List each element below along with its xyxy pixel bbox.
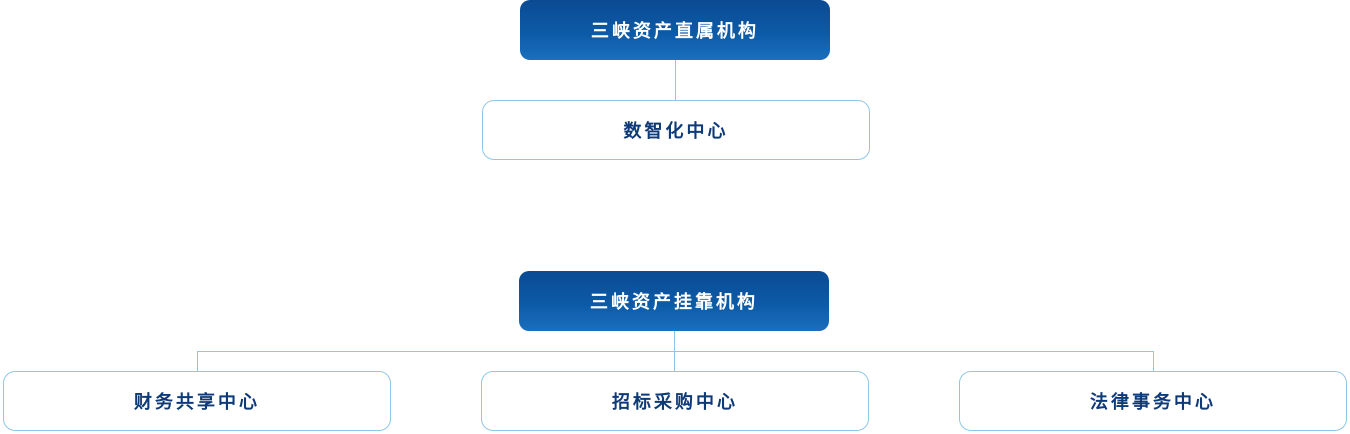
affiliated-institutions-header: 三峡资产挂靠机构 [519,271,829,331]
node-label: 招标采购中心 [612,392,738,413]
node-financial-shared-center: 财务共享中心 [3,371,391,431]
connector-direct-vertical [675,60,676,100]
affiliated-institutions-title: 三峡资产挂靠机构 [590,292,758,313]
direct-institutions-title: 三峡资产直属机构 [591,21,759,42]
connector-affiliated-horizontal [197,351,1154,352]
connector-affiliated-left-drop [197,351,198,371]
node-procurement-center: 招标采购中心 [481,371,869,431]
node-legal-affairs-center: 法律事务中心 [959,371,1347,431]
direct-institutions-header: 三峡资产直属机构 [520,0,830,60]
node-label: 数智化中心 [623,121,729,142]
node-label: 财务共享中心 [134,392,260,413]
node-digital-intelligence-center: 数智化中心 [482,100,870,160]
connector-affiliated-right-drop [1153,351,1154,371]
node-label: 法律事务中心 [1090,392,1216,413]
